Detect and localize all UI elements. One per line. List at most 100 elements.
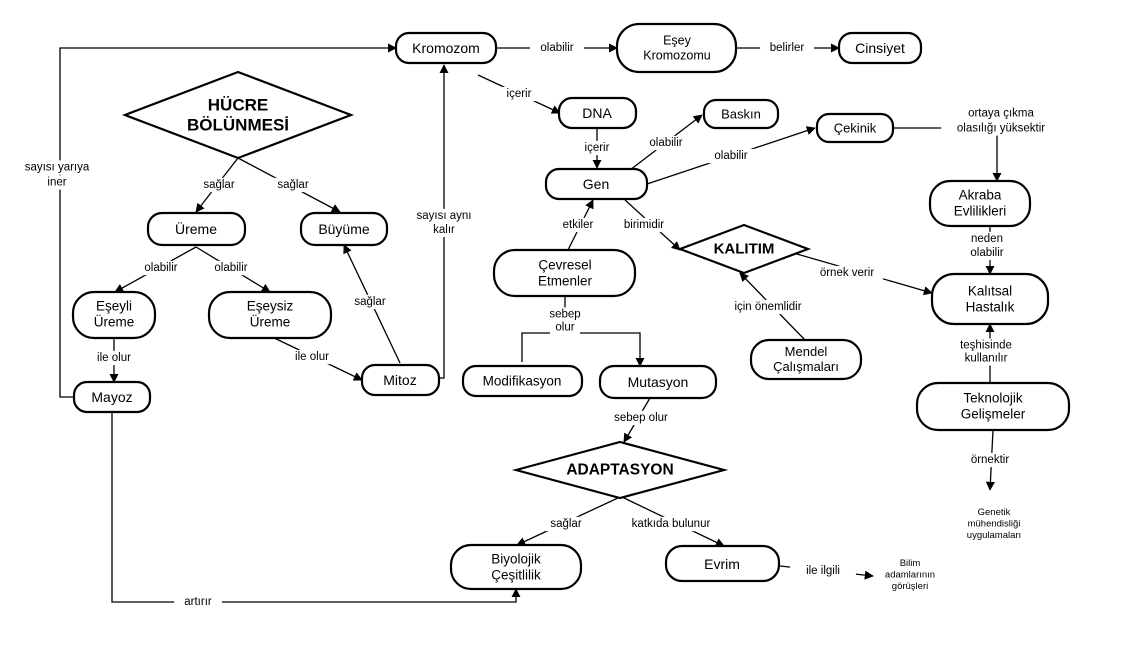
node-gen: Gen <box>544 167 649 201</box>
label-saglar-ureme: sağlar <box>198 177 240 193</box>
label-ortaya-cikma-text: olasılığı yüksektir <box>957 123 1045 135</box>
label-sayisi-ayni-text: sayısı aynı <box>417 210 472 222</box>
label-sayisi-ayni-bg <box>426 222 462 238</box>
label-sebep-olur-2: sebep olur <box>608 410 674 426</box>
label-belirler: belirler <box>760 40 814 56</box>
label-ortaya-cikma: ortaya çıkma olasılığı yüksektir <box>941 106 1061 136</box>
node-kalitim-text: KALITIM <box>714 241 775 258</box>
label-olabilir-baskin-bg <box>639 135 693 151</box>
edge-cekinik-akraba <box>893 127 1002 182</box>
label-ortaya-cikma-text: ortaya çıkma <box>968 108 1034 120</box>
node-esey-kromozomu-text: Eşey <box>663 34 692 48</box>
label-icerir-dna-bg <box>498 86 540 102</box>
label-sebep-olur-2-bg <box>608 410 674 426</box>
node-genetik-muhendisligi-text: uygulamaları <box>967 530 1021 541</box>
node-genetik-muhendisligi-text: Genetik <box>978 507 1011 518</box>
label-sayisi-ayni-bg <box>408 208 480 224</box>
node-cekinik-text: Çekinik <box>834 121 877 136</box>
node-modifikasyon-text: Modifikasyon <box>483 374 562 389</box>
label-ornek-verir-bg <box>811 265 883 281</box>
node-cinsiyet-text: Cinsiyet <box>855 40 905 56</box>
label-saglar-buyume: sağlar <box>272 177 314 193</box>
node-kromozom: Kromozom <box>394 31 498 65</box>
node-bilim-adamlarinin-gorusleri-text: Bilim <box>900 558 921 569</box>
label-olabilir-esey-text: olabilir <box>540 42 573 54</box>
label-katkida-bulunur-text: katkıda bulunur <box>632 518 711 530</box>
label-saglar-mitoz-bg <box>349 294 391 310</box>
node-akraba-evlilikleri-text: Evlilikleri <box>954 203 1007 218</box>
label-teshisinde-text: kullanılır <box>965 353 1008 365</box>
label-teshisinde-bg <box>953 338 1019 353</box>
label-sebep-olur-1-bg <box>550 320 580 335</box>
node-kalitsal-hastalik-text: Hastalık <box>966 299 1015 314</box>
label-ile-olur-mayoz-text: ile olur <box>97 352 131 364</box>
node-adaptasyon: ADAPTASYON <box>511 440 729 500</box>
node-eseysiz-ureme-text: Eşeysiz <box>247 299 294 314</box>
label-saglar-mitoz: sağlar <box>349 294 391 310</box>
label-olabilir-baskin-text: olabilir <box>649 137 682 149</box>
label-saglar-buyume-text: sağlar <box>277 179 308 191</box>
label-ortaya-cikma-bg <box>959 106 1043 121</box>
node-hucre-bolunmesi-text: HÜCRE <box>208 95 268 114</box>
label-neden-olabilir-bg <box>960 245 1014 261</box>
label-ornektir-bg <box>963 452 1017 468</box>
label-sayisi-yariya: sayısı yarıya iner <box>15 160 99 190</box>
node-mendel-calismalari-text: Çalışmaları <box>773 359 839 374</box>
node-mitoz: Mitoz <box>360 363 441 397</box>
label-etkiler-text: etkiler <box>563 219 594 231</box>
node-cekinik: Çekinik <box>815 112 895 144</box>
node-mayoz: Mayoz <box>72 380 152 414</box>
label-birimidir-text: birimidir <box>624 219 664 231</box>
label-belirler-text: belirler <box>770 42 805 54</box>
label-icerir-gen: içerir <box>576 140 618 156</box>
label-sayisi-yariya-text: iner <box>47 177 66 189</box>
label-ile-ilgili-bg <box>790 563 856 579</box>
label-birimidir: birimidir <box>614 217 674 233</box>
label-teshisinde-bg <box>953 351 1019 366</box>
node-esey-kromozomu-text: Kromozomu <box>643 48 710 62</box>
edge-mayoz-biyolojik <box>111 412 521 603</box>
node-akraba-evlilikleri-text: Akraba <box>959 188 1002 203</box>
node-mitoz-text: Mitoz <box>383 372 416 388</box>
node-kalitim: KALITIM <box>676 223 812 275</box>
node-kalitsal-hastalik-text: Kalıtsal <box>968 284 1012 299</box>
node-baskin: Baskın <box>702 98 780 130</box>
label-katkida-bulunur: katkıda bulunur <box>623 516 719 532</box>
node-ureme: Üreme <box>146 211 247 247</box>
node-adaptasyon-text: ADAPTASYON <box>566 462 673 479</box>
edge-mayoz-kromozom <box>59 43 397 398</box>
label-neden-olabilir-text: olabilir <box>970 247 1003 259</box>
node-esyeli-ureme-text: Eşeyli <box>96 299 132 314</box>
label-ornek-verir: örnek verir <box>811 265 883 281</box>
label-sayisi-ayni-text: kalır <box>433 224 455 236</box>
label-ornektir-text: örnektir <box>971 454 1010 466</box>
label-saglar-biyolojik-text: sağlar <box>550 518 581 530</box>
label-saglar-ureme-bg <box>198 177 240 193</box>
node-cevresel-etmenler-text: Etmenler <box>538 273 593 288</box>
label-olabilir-esyeli-bg <box>134 260 188 276</box>
label-olabilir-esyeli: olabilir <box>134 260 188 276</box>
label-sayisi-yariya-text: sayısı yarıya <box>25 162 90 174</box>
label-olabilir-esyeli-text: olabilir <box>144 262 177 274</box>
node-cinsiyet: Cinsiyet <box>837 31 923 65</box>
label-ornektir: örnektir <box>963 452 1017 468</box>
node-modifikasyon: Modifikasyon <box>461 364 584 398</box>
label-ile-olur-mitoz-text: ile olur <box>295 351 329 363</box>
edge-cevresel-modifikasyon <box>521 332 645 367</box>
label-teshisinde-text: teşhisinde <box>960 340 1012 352</box>
node-mayoz-text: Mayoz <box>91 389 132 405</box>
label-ornek-verir-text: örnek verir <box>820 267 874 279</box>
label-ortaya-cikma-bg <box>941 121 1061 136</box>
label-neden-olabilir-bg <box>969 231 1005 247</box>
node-biyolojik-cesitlilik-text: Biyolojik <box>491 552 541 567</box>
label-olabilir-eseysiz: olabilir <box>204 260 258 276</box>
node-gen-text: Gen <box>583 176 609 192</box>
